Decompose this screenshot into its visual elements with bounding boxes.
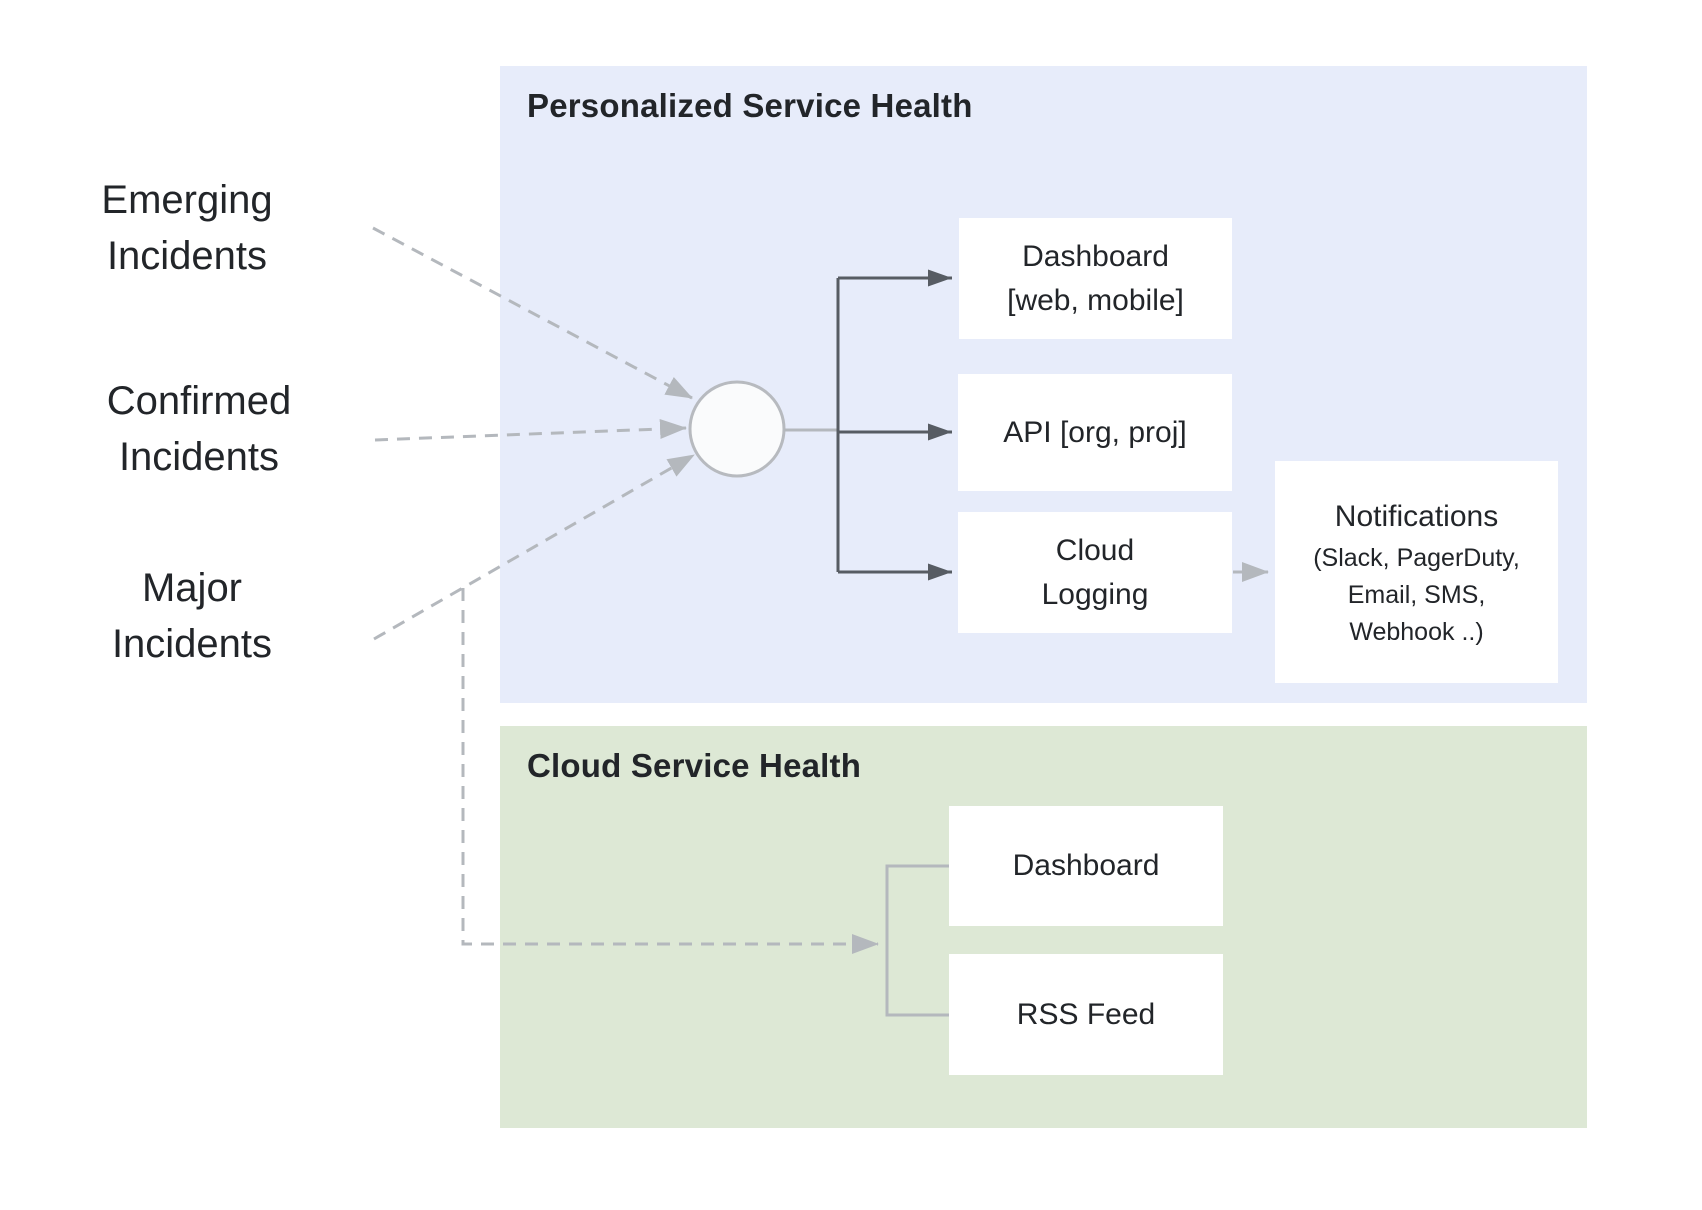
- cloud-rss-feed-box: RSS Feed: [949, 954, 1223, 1075]
- source-emerging-incidents: Emerging Incidents: [47, 172, 327, 284]
- source-label-line: Incidents: [118, 435, 280, 479]
- cloud-panel-title: Cloud Service Health: [527, 747, 862, 784]
- source-confirmed-incidents: Confirmed Incidents: [59, 373, 339, 485]
- cloud-rss-feed-label: RSS Feed: [1016, 997, 1156, 1031]
- personalized-dashboard-box: Dashboard [web, mobile]: [959, 218, 1232, 339]
- personalized-panel-title: Personalized Service Health: [527, 87, 973, 124]
- emerging-incidents-arrow: [372, 226, 693, 400]
- notifications-title: Notifications: [1334, 499, 1499, 533]
- confirmed-incidents-arrow: [374, 419, 687, 442]
- source-label-line: Confirmed: [106, 379, 292, 423]
- personalized-logging-label-line2: Logging: [1041, 577, 1149, 611]
- personalized-logging-box: Cloud Logging: [958, 512, 1232, 633]
- notifications-channels-line3: Webhook ..): [1349, 617, 1484, 646]
- personalized-dashboard-sublabel: [web, mobile]: [1007, 283, 1184, 317]
- cloud-dashboard-box: Dashboard: [949, 806, 1223, 926]
- source-label-line: Incidents: [106, 234, 268, 278]
- major-incidents-arrow: [373, 453, 695, 641]
- incidents-to-cloud-service-arrow: [461, 588, 879, 954]
- cloud-outputs-bracket: [885, 864, 949, 1017]
- personalized-api-label: API [org, proj]: [1003, 415, 1187, 449]
- aggregator-node: [688, 380, 786, 478]
- source-label-line: Major: [141, 566, 243, 610]
- source-label-line: Incidents: [111, 622, 273, 666]
- personalized-api-box: API [org, proj]: [958, 374, 1232, 491]
- notifications-box: Notifications (Slack, PagerDuty, Email, …: [1275, 461, 1558, 683]
- cloud-service-health-panel: Cloud Service Health Dashboard RSS Feed: [500, 726, 1587, 1128]
- source-label-line: Emerging: [101, 178, 273, 222]
- source-major-incidents: Major Incidents: [52, 560, 332, 672]
- notifications-channels-line2: Email, SMS,: [1347, 580, 1486, 609]
- cloud-dashboard-label: Dashboard: [1012, 849, 1160, 882]
- personalized-dashboard-label: Dashboard: [1022, 239, 1169, 273]
- notifications-channels-line1: (Slack, PagerDuty,: [1313, 543, 1520, 572]
- personalized-logging-label-line1: Cloud: [1055, 533, 1135, 567]
